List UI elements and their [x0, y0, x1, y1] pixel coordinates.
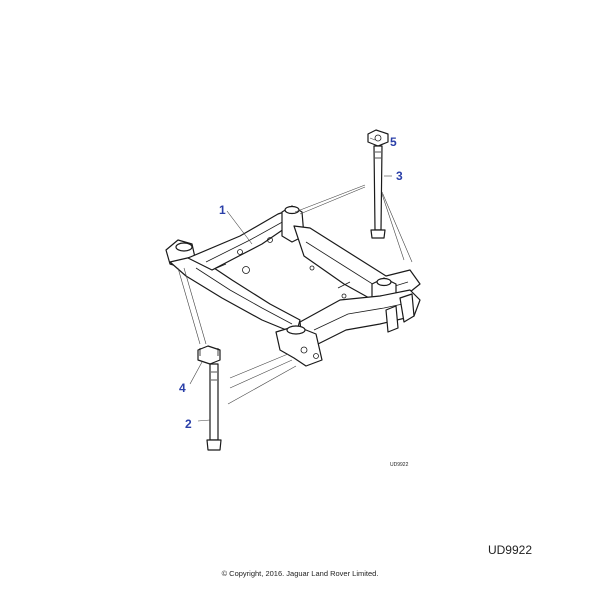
leader-lines: [177, 137, 413, 422]
drawing-code-small: UD9922: [390, 462, 409, 468]
callout-5: 5: [390, 135, 397, 149]
callout-2: 2: [185, 417, 192, 431]
reference-code: UD9922: [487, 543, 532, 557]
callout-1: 1: [219, 203, 226, 217]
lower-long-bolt: [206, 363, 222, 451]
top-mount-bracket: [367, 129, 389, 147]
subframe-part: [165, 205, 421, 367]
copyright-notice: © Copyright, 2016. Jaguar Land Rover Lim…: [221, 569, 379, 578]
lower-mount-bracket: [197, 345, 221, 365]
callout-3: 3: [396, 169, 403, 183]
upper-long-bolt: [370, 145, 386, 239]
callout-4: 4: [179, 381, 186, 395]
